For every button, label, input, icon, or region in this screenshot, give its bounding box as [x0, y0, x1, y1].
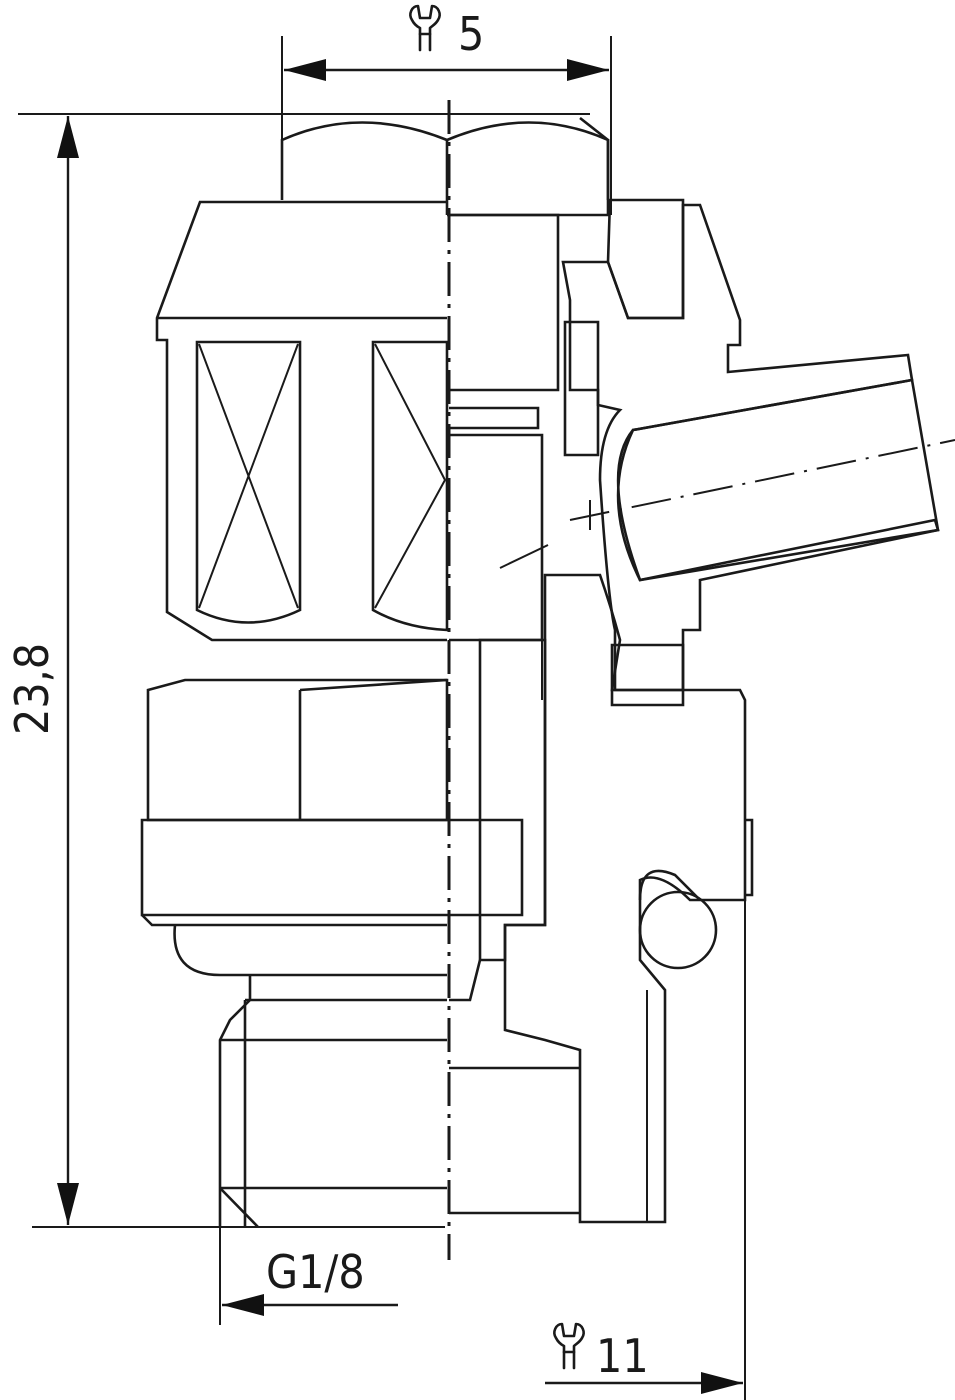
wrench-icon: [553, 1322, 585, 1370]
o-ring: [638, 869, 718, 970]
dimension-thread: G1/8: [219, 1227, 398, 1325]
dimension-bottom-wrench: 11: [545, 900, 746, 1400]
threaded-spigot: [218, 959, 580, 1228]
top-hex-nut: [280, 116, 610, 217]
wrench-icon: [409, 4, 441, 52]
tube-centerline: [569, 439, 955, 530]
dimension-overall-height: 23,8: [5, 113, 590, 1228]
top-wrench-size-label: 5: [458, 7, 484, 61]
seal-ring: [610, 643, 685, 707]
metal-body-section: [478, 320, 754, 1224]
bottom-wrench-size-label: 11: [596, 1329, 649, 1383]
thread-size-label: G1/8: [266, 1245, 365, 1299]
inner-sleeve: [449, 213, 560, 700]
overall-height-label: 23,8: [5, 643, 59, 735]
plastic-body-section: [561, 198, 940, 692]
lower-hex-nut: [140, 678, 524, 977]
upper-collar: [155, 200, 449, 642]
dimension-top-wrench: 5: [281, 4, 612, 215]
